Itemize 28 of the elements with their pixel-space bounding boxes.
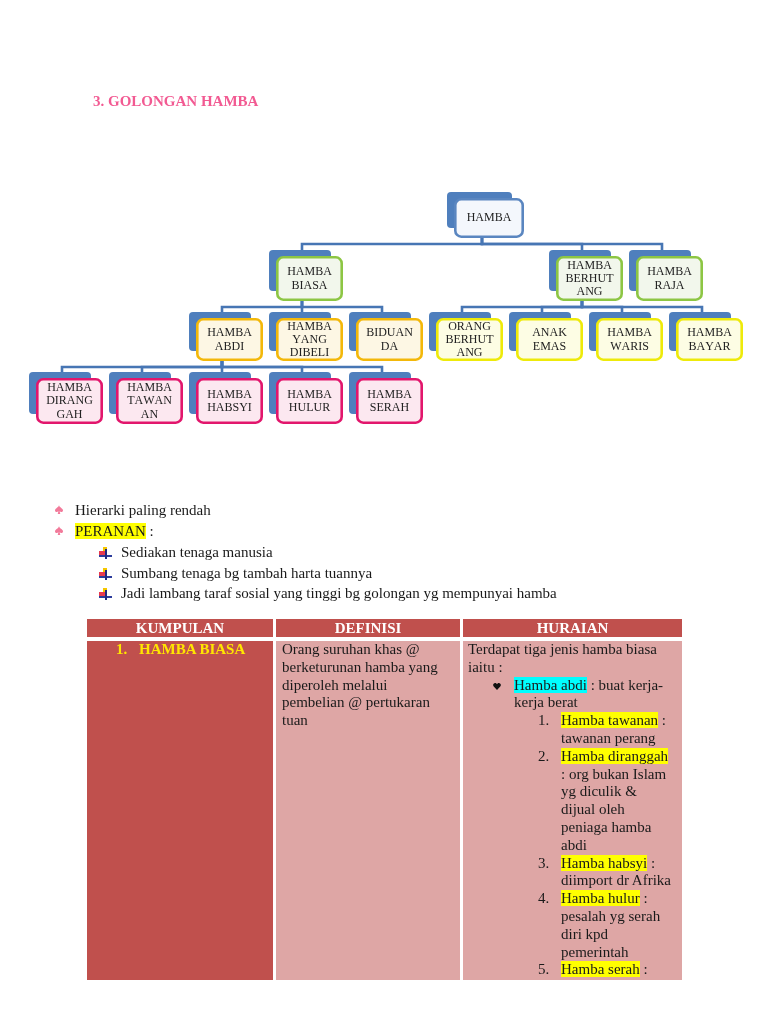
- list-number: 3.: [538, 854, 550, 873]
- list-number: 1.: [538, 712, 550, 730]
- bullet-text: Jadi lambang taraf sosial yang tinggi bg golongan yg mempunyai hamba: [121, 584, 557, 603]
- list-number: 4.: [538, 890, 550, 908]
- list-item-text: Hamba tawanan : tawanan perang: [561, 712, 667, 748]
- bullet-text: Sediakan tenaga manusia: [121, 543, 273, 562]
- list-item-text: Hamba serah :: [561, 961, 648, 980]
- bullet-text: Sumbang tenaga bg tambah harta tuannya: [121, 564, 373, 583]
- row-heading: HAMBA BIASA: [139, 641, 246, 659]
- list-item-text: Hamba diranggah : org bukan Islam yg diculik & dijual oleh peniaga hamba abdi: [561, 747, 670, 855]
- connector-line: [300, 301, 384, 312]
- column-header: KUMPULAN: [135, 619, 225, 637]
- cell-text: Terdapat tiga jenis hamba biasa iaitu :: [468, 641, 658, 677]
- list-number: 1.: [116, 641, 128, 659]
- section-title: 3. GOLONGAN HAMBA: [93, 92, 259, 110]
- connector-line: [580, 301, 704, 312]
- bullet-text: Hierarki paling rendah: [75, 501, 211, 520]
- list-number: 5.: [538, 961, 550, 980]
- list-item-text: Hamba hulur : pesalah yg serah diri kpd pemerintah: [561, 890, 662, 962]
- list-number: 2.: [538, 747, 550, 766]
- connector-line: [220, 361, 384, 372]
- bullet-text: PERANAN :: [75, 522, 154, 541]
- column-header: HURAIAN: [536, 619, 609, 637]
- list-item-text: Hamba habsyi : diimport dr Afrika: [561, 854, 672, 891]
- cell-text: Orang suruhan khas @ berketurunan hamba yang diperoleh melalui pembelian @ pertukaran tuan: [282, 641, 439, 730]
- column-header: DEFINISI: [334, 619, 402, 637]
- connector-line: [480, 238, 664, 250]
- bullet-text: Hamba abdi : buat kerja-kerja berat: [514, 676, 665, 713]
